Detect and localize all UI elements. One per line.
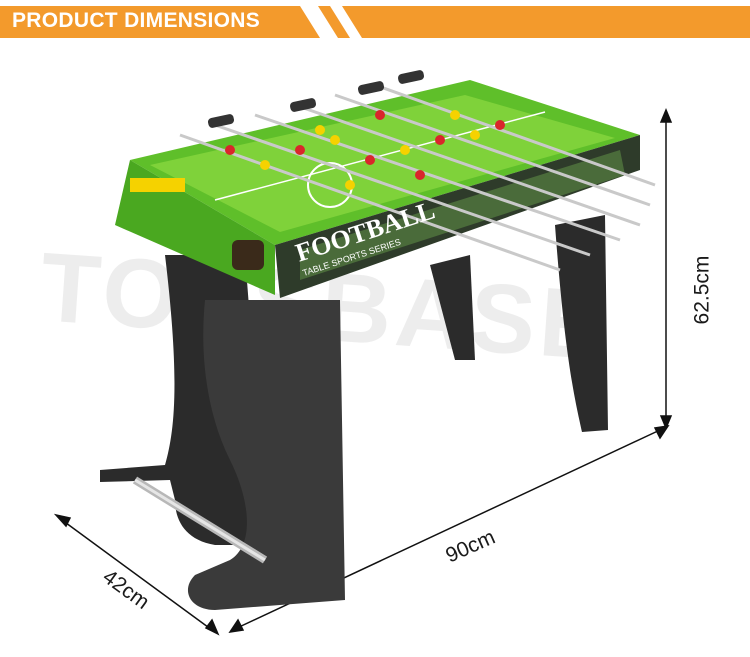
player-figures (225, 110, 505, 190)
header-banner: PRODUCT DIMENSIONS (0, 0, 750, 42)
height-dimension-label: 62.5cm (690, 255, 714, 325)
banner-background (0, 6, 750, 38)
player-rods (179, 83, 656, 272)
table-legs (100, 215, 608, 610)
rod-handles (207, 70, 425, 128)
page-title: PRODUCT DIMENSIONS (12, 9, 261, 32)
